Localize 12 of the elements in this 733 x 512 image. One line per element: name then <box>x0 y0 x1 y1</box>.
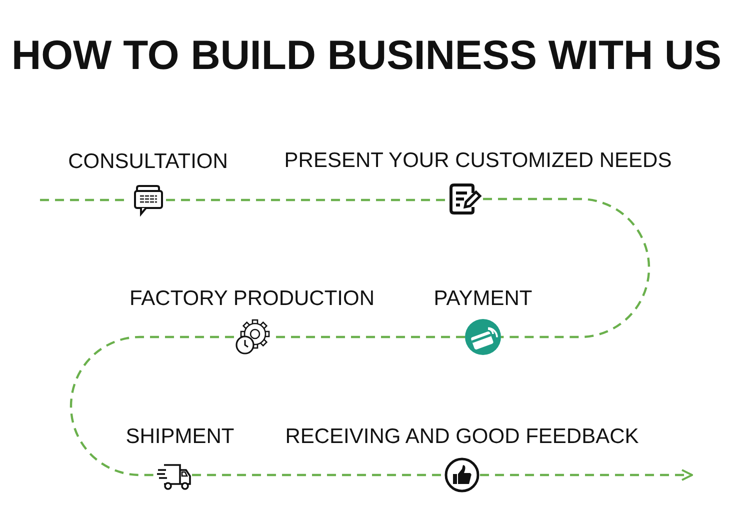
dashed-connector <box>166 198 447 202</box>
dashed-connector <box>70 336 234 476</box>
step-label: PRESENT YOUR CUSTOMIZED NEEDS <box>284 149 672 173</box>
dashed-connector <box>483 198 650 338</box>
step-label: PAYMENT <box>434 287 532 311</box>
dashed-connector <box>192 474 444 476</box>
title: HOW TO BUILD BUSINESS WITH US <box>10 31 722 80</box>
step-label: SHIPMENT <box>126 425 234 449</box>
dashed-connector <box>480 469 693 481</box>
step-label: RECEIVING AND GOOD FEEDBACK <box>285 425 639 449</box>
step-label: FACTORY PRODUCTION <box>129 287 375 311</box>
step-label: CONSULTATION <box>68 150 228 174</box>
